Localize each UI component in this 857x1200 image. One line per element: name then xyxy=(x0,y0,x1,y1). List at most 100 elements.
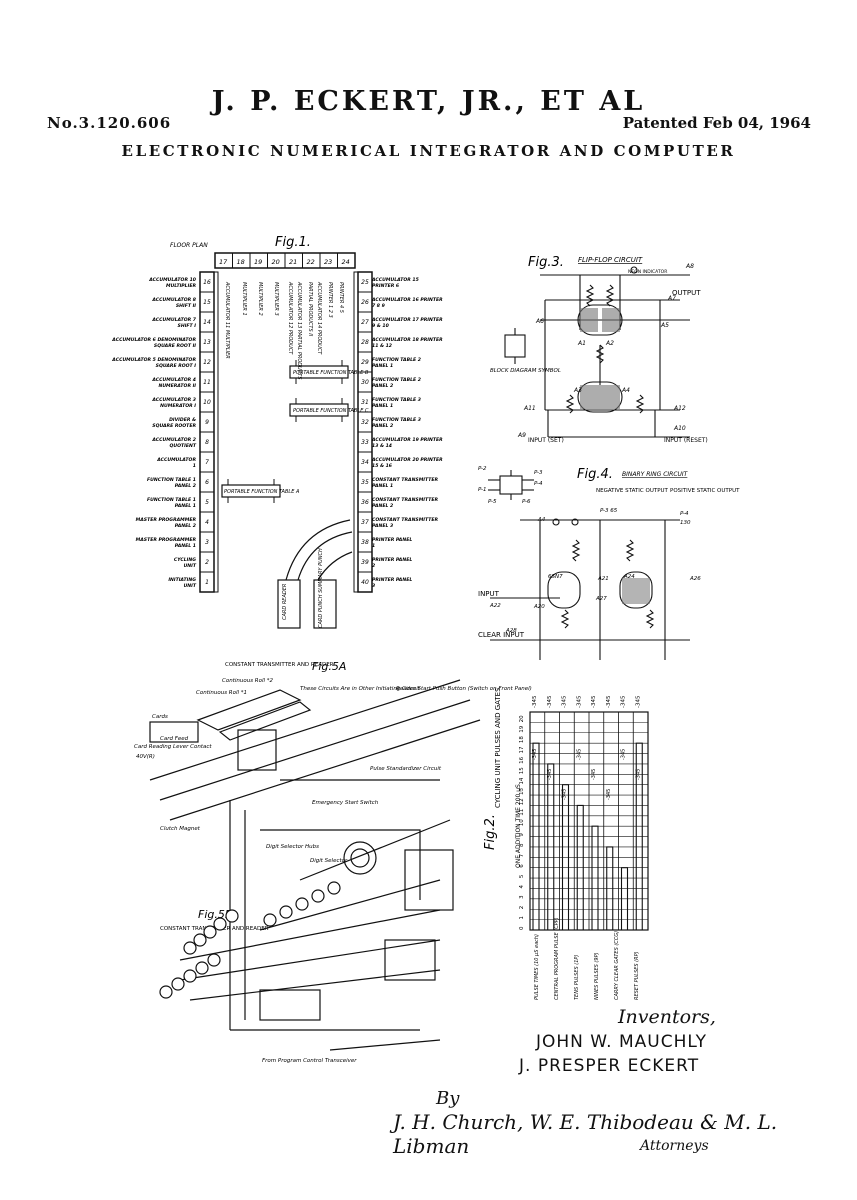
panel-number: 11 xyxy=(203,379,211,386)
panel-label: PANEL 2 xyxy=(372,383,393,389)
panel-label: 2 xyxy=(372,563,375,569)
card-reader-label: CARD READER xyxy=(282,584,288,620)
svg-text:6SN7: 6SN7 xyxy=(548,574,563,580)
inventor-name-1: JOHN W. MAUCHLY xyxy=(536,1032,707,1052)
note-pulse-std: Pulse Standardizer Circuit xyxy=(370,766,442,772)
panel-label: DIVIDER & xyxy=(169,417,196,423)
panel-label: SQUARE ROOTER xyxy=(152,423,196,429)
panel-label: FUNCTION TABLE 2 xyxy=(372,377,421,383)
svg-text:ACCUMULATOR 13 PARTIAL PRODUCT: ACCUMULATOR 13 PARTIAL PRODUCTS xyxy=(296,281,302,380)
fig4-neg: NEGATIVE STATIC OUTPUT xyxy=(596,488,669,494)
fig2-value: -345 xyxy=(532,749,538,760)
fig2-value: -345 xyxy=(547,769,553,780)
svg-text:ACCUMULATOR 12 PRODUCT: ACCUMULATOR 12 PRODUCT xyxy=(287,281,293,355)
note-digit-hubs: Digit Selector Hubs xyxy=(266,844,319,850)
fig2-row-label: CENTRAL PROGRAM PULSE (CPP) xyxy=(554,917,560,1000)
panel-label: ACCUMULATOR 17 PRINTER xyxy=(371,317,443,323)
panel-label: 11 & 12 xyxy=(372,343,392,349)
fig2-value: -345 xyxy=(606,789,612,800)
svg-text:PARTIAL PRODUCTS II: PARTIAL PRODUCTS II xyxy=(307,282,313,337)
fig3-label: Fig.3. xyxy=(528,255,564,270)
panel-label: QUOTIENT xyxy=(170,443,197,449)
note-digit-selector: Digit Selector xyxy=(310,858,348,864)
fig2-col-number: 3 xyxy=(519,895,525,899)
panel-label: ACCUMULATOR 20 PRINTER xyxy=(371,457,443,463)
fig2-col-number: 2 xyxy=(519,906,525,910)
svg-text:A11: A11 xyxy=(523,405,536,412)
top-panel-number: 24 xyxy=(342,258,350,266)
note-40v: 40V(R) xyxy=(136,754,155,760)
svg-text:A20: A20 xyxy=(533,604,545,610)
svg-text:PRINTER 4 5: PRINTER 4 5 xyxy=(338,282,344,313)
fig2-value: -345 xyxy=(576,749,582,760)
fig2-row-label: NINES PULSES (9P) xyxy=(594,952,600,1000)
panel-number: 36 xyxy=(361,499,369,506)
top-panel-number: 18 xyxy=(237,258,245,266)
panel-number: 1 xyxy=(205,579,209,586)
svg-text:MULTIPLIER 3: MULTIPLIER 3 xyxy=(273,282,279,316)
panel-label: ACCUMULATOR 15 xyxy=(371,277,419,283)
svg-text:P-1: P-1 xyxy=(478,487,487,493)
panel-number: 12 xyxy=(203,359,211,366)
fig2-col-number: 0 xyxy=(519,926,525,930)
svg-text:A4: A4 xyxy=(537,517,546,523)
panel-number: 2 xyxy=(205,559,209,566)
svg-text:P-2: P-2 xyxy=(478,466,487,472)
fig2-value: -345 xyxy=(562,789,568,800)
panel-label: FUNCTION TABLE 3 xyxy=(372,397,421,403)
fig3-block: BLOCK DIAGRAM SYMBOL xyxy=(490,368,561,374)
fig2-value: -345 xyxy=(621,695,627,708)
panel-number: 6 xyxy=(205,479,209,486)
panel-number: 39 xyxy=(361,559,369,566)
panel-label: ACCUMULATOR 3 xyxy=(151,397,196,403)
note-cards: Cards xyxy=(152,714,168,720)
fig2-value: -345 xyxy=(606,695,612,708)
panel-label: ACCUMULATOR 10 xyxy=(148,277,197,283)
svg-text:A4: A4 xyxy=(621,387,630,394)
panel-number: 14 xyxy=(203,319,211,326)
svg-text:MULTIPLIER 1: MULTIPLIER 1 xyxy=(241,282,247,316)
panel-number: 30 xyxy=(361,379,369,386)
svg-text:A7: A7 xyxy=(667,295,676,302)
fig2-col-number: 16 xyxy=(519,756,525,763)
fig2-row-label: PULSE TIMES (10 μS each) xyxy=(534,934,540,1000)
svg-text:A5: A5 xyxy=(660,322,669,329)
panel-number: 26 xyxy=(361,299,369,306)
panel-label: NUMERATOR I xyxy=(160,403,196,409)
panel-label: SQUARE ROOT I xyxy=(156,363,197,369)
fig2-value: -345 xyxy=(591,769,597,780)
svg-text:130: 130 xyxy=(680,520,691,526)
panel-label: PRINTER PANEL xyxy=(372,537,412,543)
panel-label: ACCUMULATOR 18 PRINTER xyxy=(371,337,443,343)
panel-label: ACCUMULATOR 19 PRINTER xyxy=(371,437,443,443)
card-punch-label: CARD PUNCH SUMMARY PUNCH xyxy=(318,548,324,628)
panel-label: UNIT xyxy=(184,583,197,589)
fig2-col-number: 6 xyxy=(519,864,525,868)
panel-label: ACCUMULATOR 5 DENOMINATOR xyxy=(111,357,196,363)
fig2-col-number: 8 xyxy=(519,843,525,847)
fig2-col-number: 11 xyxy=(519,809,525,816)
panel-label: PANEL 2 xyxy=(372,503,393,509)
panel-label: UNIT xyxy=(184,563,197,569)
fig2-col-number: 7 xyxy=(519,853,525,857)
portable-table-b: PORTABLE FUNCTION TABLE B xyxy=(293,370,369,376)
fig2-row-label: CARRY CLEAR GATES (CCG) xyxy=(614,931,620,1000)
svg-text:P-3 65: P-3 65 xyxy=(600,508,618,514)
panel-number: 35 xyxy=(361,479,369,486)
panel-label: FUNCTION TABLE 2 xyxy=(372,357,421,363)
floor-plan-label: FLOOR PLAN xyxy=(170,242,208,249)
fig2-col-number: 20 xyxy=(519,715,525,722)
fig2-grid xyxy=(530,712,648,930)
top-panel-number: 22 xyxy=(307,258,315,266)
note-circuits: These Circuits Are in Other Initiating C… xyxy=(300,686,421,692)
svg-text:A6: A6 xyxy=(535,318,544,325)
panel-label: PANEL 2 xyxy=(372,423,393,429)
note-emergency: Emergency Start Switch xyxy=(312,800,379,806)
panel-number: 32 xyxy=(361,419,369,426)
fig2-col-number: 15 xyxy=(519,767,525,774)
fig4-pos: POSITIVE STATIC OUTPUT xyxy=(670,488,740,494)
patent-date: Patented Feb 04, 1964 xyxy=(622,114,811,132)
svg-text:P-4: P-4 xyxy=(680,511,689,517)
